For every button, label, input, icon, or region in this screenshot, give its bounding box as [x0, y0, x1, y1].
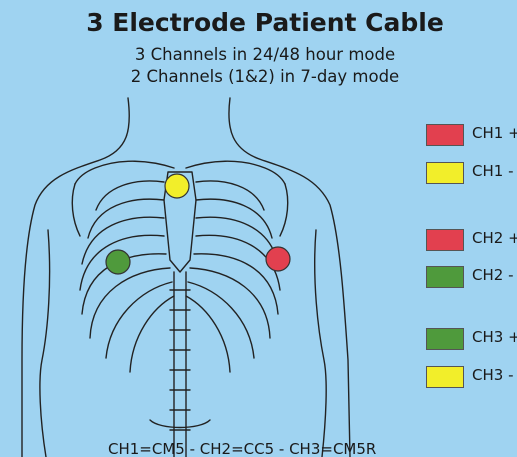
legend-label: CH1 - [472, 162, 513, 180]
left-side-electrode [266, 247, 290, 271]
legend-color-swatch [426, 162, 464, 184]
sternum-electrode [165, 174, 189, 198]
legend-label: CH1 + [472, 124, 517, 142]
legend-color-swatch [426, 366, 464, 388]
right-side-electrode [106, 250, 130, 274]
legend-label: CH3 + [472, 328, 517, 346]
legend-label: CH2 + [472, 229, 517, 247]
legend-color-swatch [426, 124, 464, 146]
legend-label: CH3 - [472, 366, 513, 384]
legend-color-swatch [426, 328, 464, 350]
legend-color-swatch [426, 266, 464, 288]
legend-color-swatch [426, 229, 464, 251]
legend-label: CH2 - [472, 266, 513, 284]
channel-mapping-footer: CH1=CM5 - CH2=CC5 - CH3=CM5R [108, 440, 376, 457]
